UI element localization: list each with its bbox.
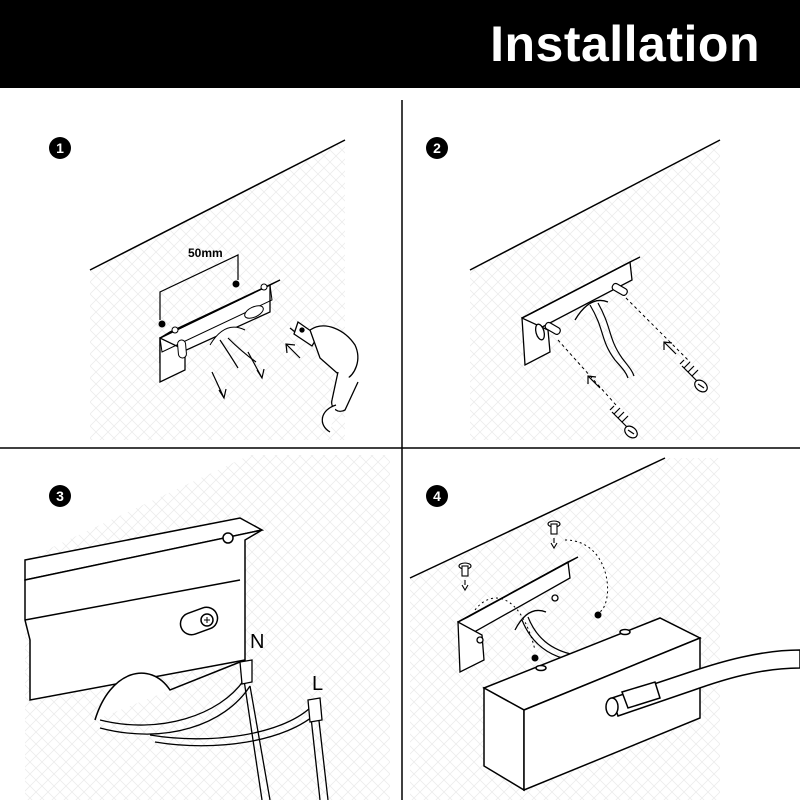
step-3-number: 3 — [56, 488, 64, 504]
step-2-badge: 2 — [426, 137, 448, 159]
step-4-panel: 4 — [409, 457, 800, 800]
mounting-plate — [521, 256, 641, 367]
step-1-panel: 1 50mm — [49, 137, 359, 440]
step-1-arrows — [211, 343, 301, 400]
step-2-number: 2 — [433, 140, 441, 156]
page-title: Installation — [490, 16, 760, 72]
step-1-badge: 1 — [49, 137, 71, 159]
wall-anchors — [544, 282, 628, 335]
mounting-plate — [457, 556, 579, 674]
screw-icon — [679, 359, 708, 393]
dimension-label: 50mm — [188, 246, 223, 260]
mounting-plate — [159, 279, 281, 384]
step-2-panel: 2 — [426, 137, 721, 440]
dimension-50mm: 50mm — [158, 246, 240, 328]
live-wire-label: L — [312, 673, 323, 695]
guide-lines — [557, 297, 691, 406]
step-3-badge: 3 — [49, 485, 71, 507]
neutral-wire-label: N — [250, 631, 264, 653]
guide-lines — [474, 539, 609, 651]
installation-diagram: 1 50mm — [0, 100, 800, 800]
step-1-number: 1 — [56, 140, 64, 156]
step-4-number: 4 — [433, 488, 441, 504]
step-4-badge: 4 — [426, 485, 448, 507]
mounting-plate-closeup — [24, 517, 265, 721]
wires — [589, 302, 635, 379]
lamp-arm — [605, 649, 800, 717]
step-3-panel: 3 N L — [24, 455, 390, 800]
wires — [99, 659, 329, 800]
mounting-screws — [458, 520, 561, 592]
header-bar: Installation — [0, 0, 800, 88]
step-2-arrows — [587, 341, 677, 389]
screw-icon — [609, 405, 638, 439]
drill-icon — [289, 320, 359, 433]
